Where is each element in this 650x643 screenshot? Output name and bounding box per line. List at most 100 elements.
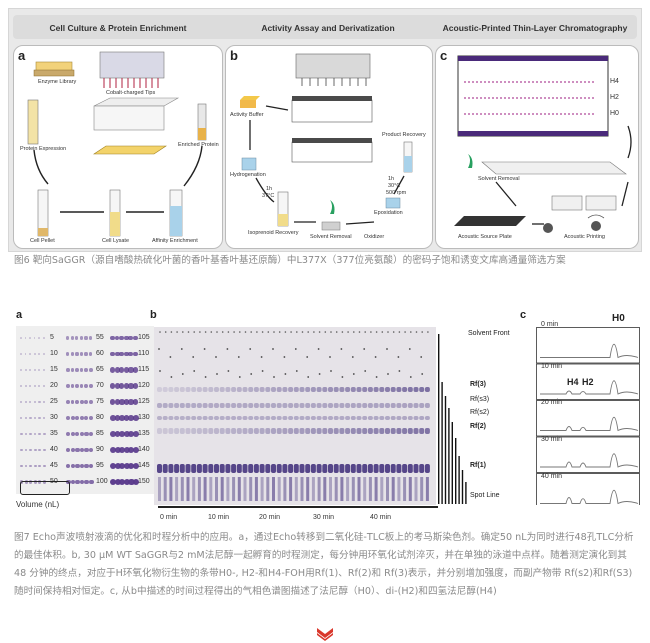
lane-streak — [254, 477, 258, 501]
stain-dot — [128, 415, 134, 421]
stain-dot — [119, 478, 126, 486]
lane-streak — [357, 477, 361, 501]
volume-50-highlight — [20, 481, 70, 495]
intensity-bar — [444, 396, 447, 504]
header-banner — [13, 15, 637, 39]
tlc-tick-10: 10 min — [208, 514, 230, 521]
stain-dot — [75, 400, 80, 404]
stain-dot — [89, 352, 93, 356]
stain-dot — [110, 415, 116, 421]
band-rf2 — [157, 428, 162, 434]
stain-dot — [84, 447, 89, 453]
stain-dot — [89, 479, 94, 485]
stain-dot — [123, 351, 129, 357]
band-rf1 — [259, 464, 265, 473]
spot-dot — [294, 348, 297, 350]
stain-dot — [70, 352, 74, 356]
band-rfs3 — [208, 403, 214, 408]
volume-label: 25 — [50, 398, 58, 405]
band-rf1 — [345, 464, 351, 473]
spot-dot — [329, 356, 331, 358]
stain-dot — [66, 463, 71, 469]
fig7-panel-letter-a: a — [16, 309, 23, 321]
chrom-time-30: 30 min — [541, 436, 563, 443]
lane-streak — [414, 477, 418, 501]
band-rfs2 — [362, 416, 368, 420]
band-rf3 — [225, 387, 231, 392]
band-rf2 — [413, 428, 419, 434]
stain-dot — [70, 384, 75, 388]
spot-dot — [351, 356, 354, 358]
stain-dot — [79, 431, 84, 437]
lane-streak — [180, 477, 184, 501]
stain-dot — [119, 431, 125, 437]
volume-label: 100 — [96, 478, 108, 485]
stain-dot — [75, 479, 80, 485]
band-rfs3 — [402, 403, 408, 408]
stain-dot — [114, 399, 121, 405]
band-rfs2 — [236, 416, 242, 420]
band-rf2 — [231, 428, 237, 434]
volume-label: 65 — [96, 366, 104, 373]
band-rf2 — [185, 428, 191, 434]
band-rfs2 — [265, 416, 271, 420]
lane-streak — [197, 477, 201, 501]
band-rf3 — [162, 387, 168, 392]
stain-dot — [114, 431, 121, 437]
band-rf3 — [322, 387, 328, 392]
band-rf3 — [174, 387, 180, 392]
spot-dot — [181, 373, 184, 375]
volume-label: 80 — [96, 414, 104, 421]
solvent-front-dot — [398, 331, 401, 333]
volume-label: 110 — [138, 350, 150, 357]
band-rf3 — [379, 387, 385, 392]
stain-dot — [119, 415, 125, 421]
lane-streak — [226, 477, 230, 501]
tlc-tick-20: 20 min — [259, 514, 281, 521]
band-rf3 — [157, 387, 162, 392]
band-rf1 — [350, 464, 356, 473]
panel-a-illustration — [27, 51, 207, 237]
lane-streak — [374, 477, 378, 501]
lane-streak — [232, 477, 236, 501]
band-rf3 — [413, 387, 419, 392]
stain-dot — [123, 415, 130, 421]
stain-dot — [29, 432, 32, 436]
solvent-front-dot — [159, 331, 161, 333]
solvent-front-dot — [347, 331, 349, 333]
volume-label: 90 — [96, 446, 104, 453]
stain-dot — [123, 367, 129, 373]
solvent-front-dot — [341, 331, 344, 333]
band-rf1 — [174, 464, 180, 473]
solvent-front-dot — [176, 331, 178, 333]
header-a: Cell Culture & Protein Enrichment — [49, 23, 187, 33]
band-rfs3 — [157, 403, 162, 408]
stain-dot — [89, 384, 93, 388]
rfs2-label: Rf(s2) — [470, 409, 490, 416]
stain-dot — [70, 336, 74, 340]
stain-dot — [33, 432, 37, 436]
stain-dot — [123, 399, 130, 405]
stain-dot — [29, 353, 31, 355]
band-rfs2 — [310, 416, 316, 420]
label-cell-pellet: Cell Pellet — [30, 238, 55, 244]
spot-dot — [227, 370, 230, 372]
band-rf1 — [322, 464, 328, 473]
volume-label: 5 — [50, 334, 54, 341]
band-rfs2 — [396, 416, 402, 420]
volume-label: 105 — [138, 334, 150, 341]
solvent-front-dot — [239, 331, 241, 333]
label-h2: H2 — [610, 94, 619, 101]
band-rfs3 — [356, 403, 362, 408]
stain-dot — [128, 431, 135, 437]
lane-streak — [294, 477, 298, 501]
band-rf1 — [179, 464, 185, 473]
label-h0: H0 — [610, 110, 619, 117]
volume-label: 145 — [138, 462, 150, 469]
spot-dot — [250, 373, 253, 375]
panel-letter-b: b — [230, 48, 238, 63]
band-rfs2 — [322, 416, 328, 420]
stain-dot — [123, 335, 129, 341]
volume-label: 10 — [50, 350, 58, 357]
stain-dot — [110, 431, 116, 437]
